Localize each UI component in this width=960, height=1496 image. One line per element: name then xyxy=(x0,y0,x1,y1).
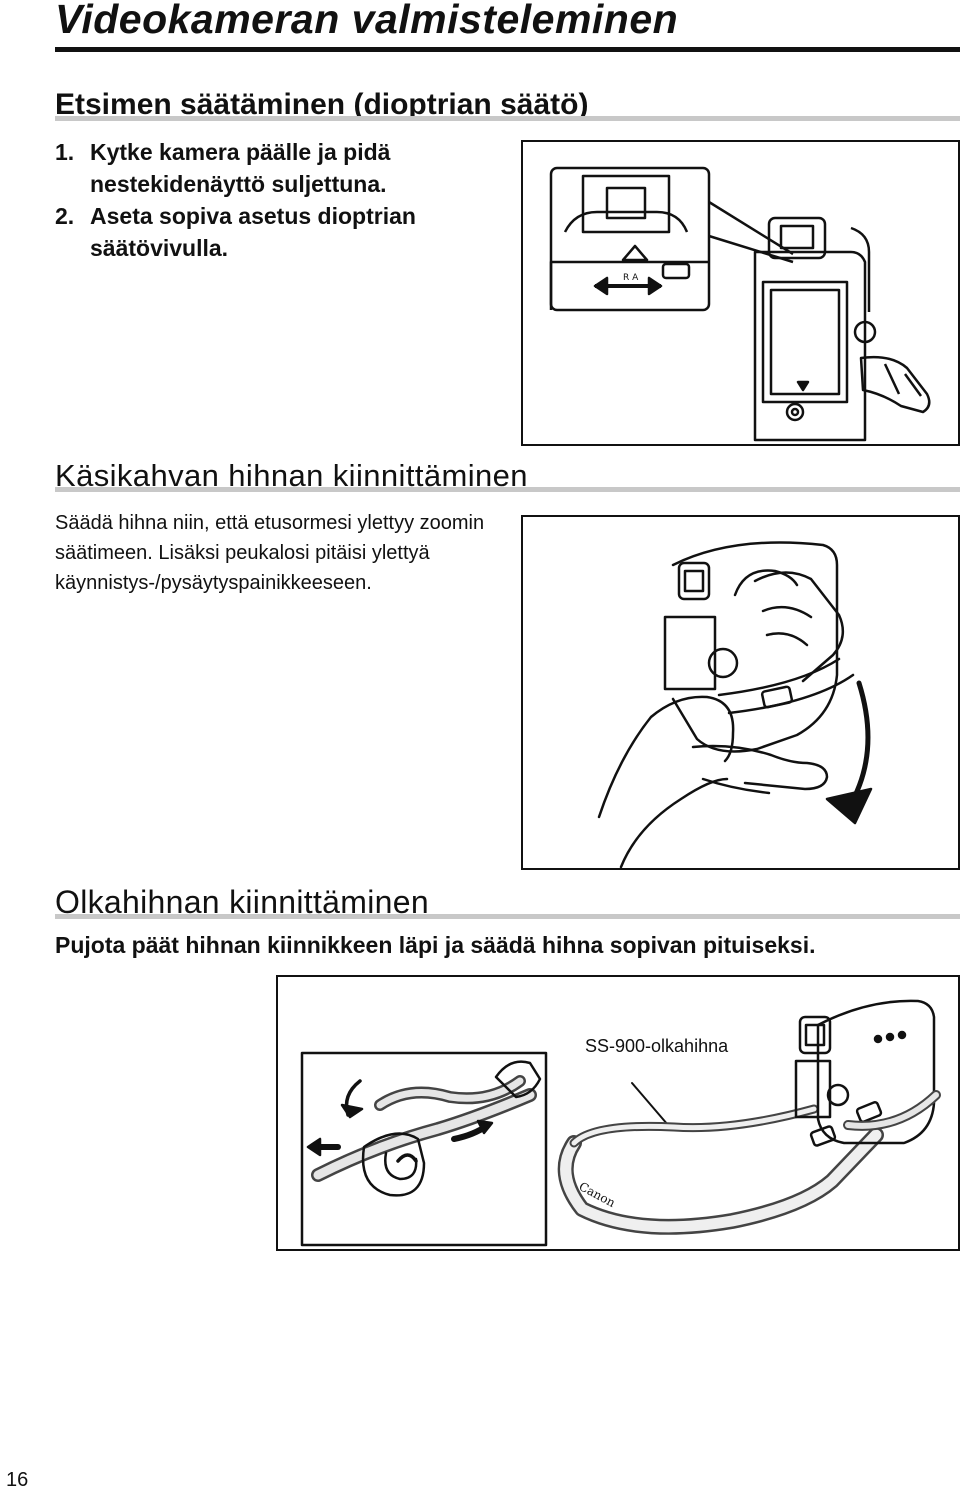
step-text: Kytke kamera päälle ja pidä nestekidenäy… xyxy=(90,139,391,197)
steps-list: 1. Kytke kamera päälle ja pidä nestekide… xyxy=(55,136,510,264)
section-divider xyxy=(55,487,960,492)
list-item: 1. Kytke kamera päälle ja pidä nestekide… xyxy=(55,136,510,200)
shoulder-strap-figure: Canon xyxy=(276,975,960,1251)
shoulder-strap-instructions: Pujota päät hihnan kiinnikkeen läpi ja s… xyxy=(55,932,816,958)
shoulder-strap-label: SS-900-olkahihna xyxy=(585,1036,729,1056)
shoulder-strap-illustration: Canon xyxy=(300,999,941,1247)
step-text: Aseta sopiva asetus dioptrian säätövivul… xyxy=(90,203,416,261)
svg-text:R A: R A xyxy=(623,273,639,283)
list-item: 2. Aseta sopiva asetus dioptrian säätövi… xyxy=(55,200,510,264)
page-number: 16 xyxy=(6,1469,29,1491)
grip-belt-figure xyxy=(521,515,960,870)
step-number: 2. xyxy=(55,203,75,229)
section-divider xyxy=(55,914,960,919)
hand-on-grip-illustration xyxy=(597,541,873,868)
grip-belt-instructions: Säädä hihna niin, että etusormesi yletty… xyxy=(55,512,485,594)
camcorder-viewfinder-illustration: R A xyxy=(549,166,931,442)
section-heading-diopter: Etsimen säätäminen (dioptrian säätö) xyxy=(55,88,589,121)
page-title: Videokameran valmisteleminen xyxy=(55,0,679,42)
step-number: 1. xyxy=(55,139,75,165)
section-divider xyxy=(55,116,960,121)
viewfinder-figure: R A xyxy=(521,140,960,446)
title-divider xyxy=(55,47,960,52)
